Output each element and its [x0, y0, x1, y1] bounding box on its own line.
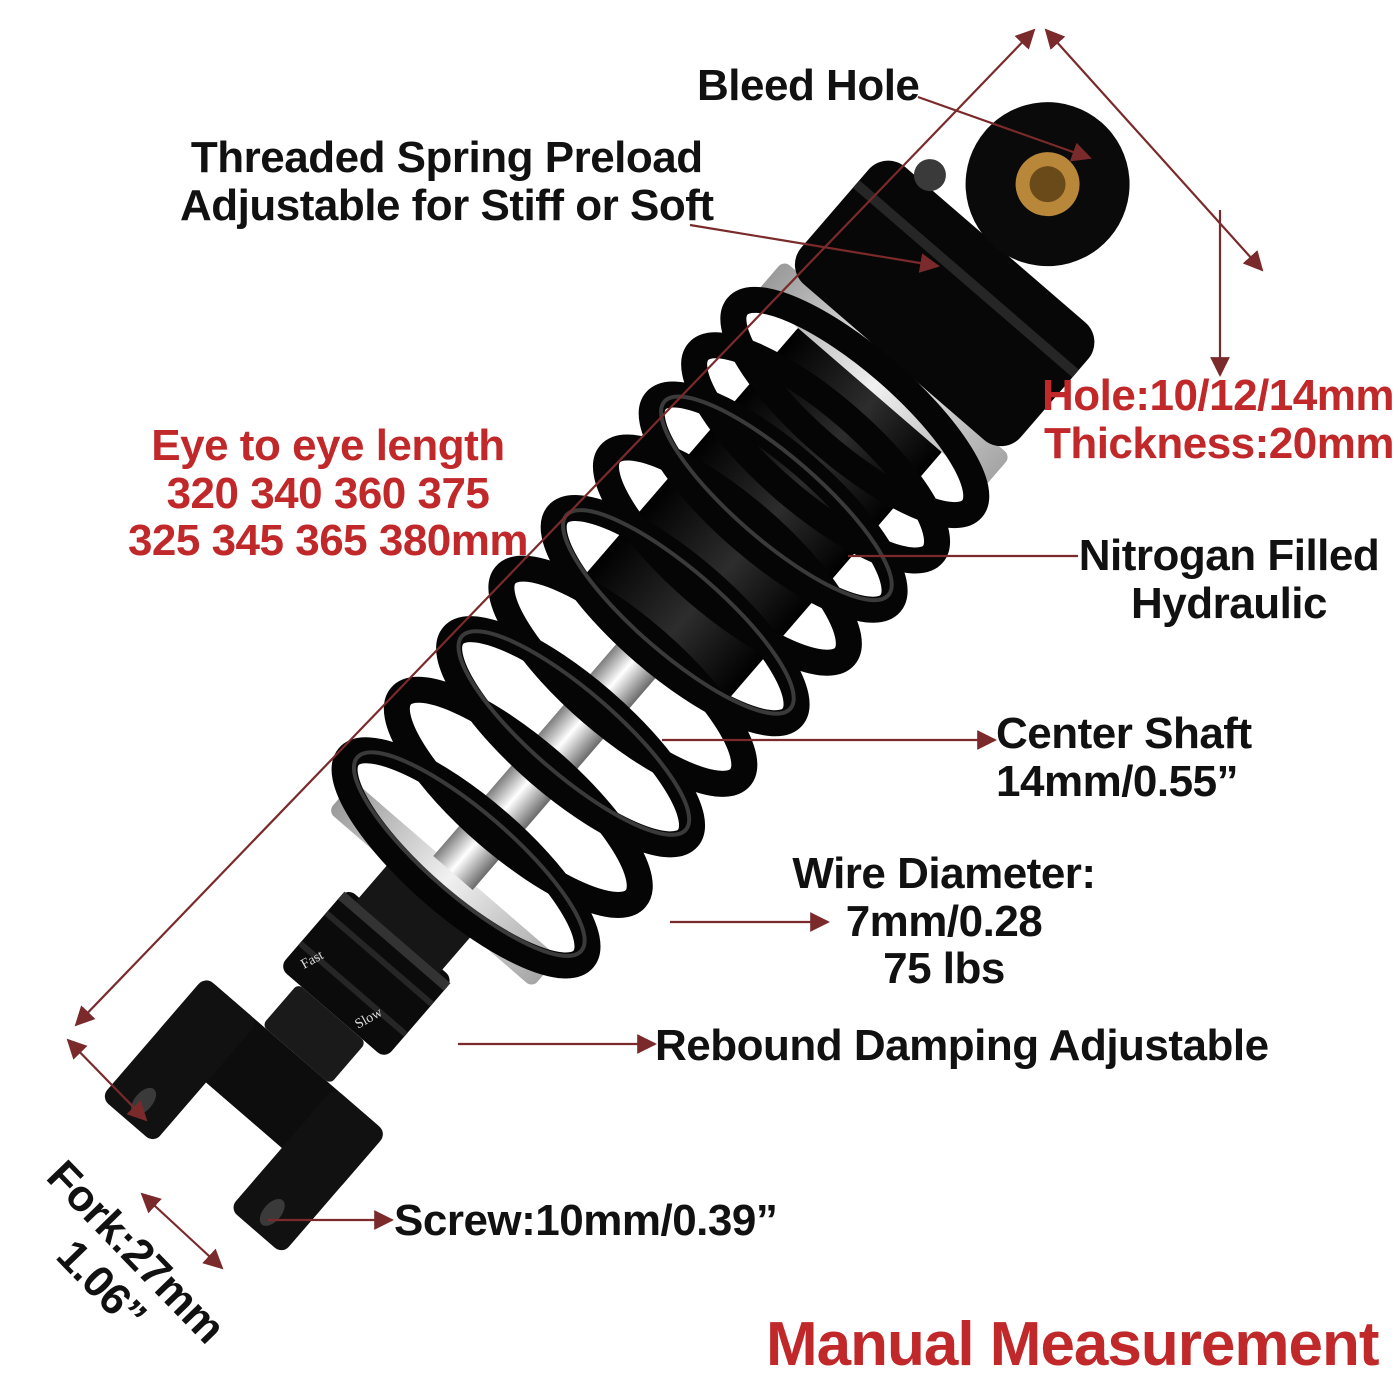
center-shaft-label: Center Shaft 14mm/0.55”: [996, 710, 1252, 805]
top-eye-dimension: [1044, 28, 1264, 272]
screw-label: Screw:10mm/0.39”: [394, 1196, 778, 1245]
leader-lines: [66, 28, 1264, 1270]
nitrogen-line-2: Hydraulic: [1130, 578, 1328, 628]
eye-length-dimension: [74, 28, 1036, 1027]
center-shaft-line-2: 14mm/0.55”: [996, 756, 1239, 806]
nitrogen-label: Nitrogan Filled Hydraulic: [1074, 532, 1384, 627]
eye-length-line-1: Eye to eye length: [151, 421, 505, 470]
preload-label: Threaded Spring Preload Adjustable for S…: [180, 134, 714, 229]
manual-measurement-title: Manual Measurement: [766, 1310, 1380, 1379]
hole-line-1: Hole:10/12/14mm: [1041, 371, 1395, 420]
nitrogen-line-1: Nitrogan Filled: [1078, 531, 1380, 580]
eye-length-label: Eye to eye length 320 340 360 375 325 34…: [118, 422, 538, 565]
preload-line-1: Threaded Spring Preload: [190, 133, 703, 182]
fork-gap-dimension: [140, 1192, 224, 1270]
wire-line-3: 75 lbs: [883, 944, 1005, 994]
bleed-hole-label: Bleed Hole: [697, 61, 920, 110]
eye-length-line-3: 325 345 365 380mm: [127, 516, 529, 566]
rebound-label: Rebound Damping Adjustable: [655, 1021, 1269, 1070]
eye-length-line-2: 320 340 360 375: [166, 468, 490, 518]
preload-line-2: Adjustable for Stiff or Soft: [180, 180, 714, 230]
preload-leader: [689, 223, 940, 273]
fork-width-dimension: [66, 1038, 148, 1122]
bleed-hole-leader: [917, 95, 1092, 162]
wire-line-1: Wire Diameter:: [792, 849, 1096, 898]
wire-diameter-label: Wire Diameter: 7mm/0.28 75 lbs: [784, 850, 1104, 993]
hole-line-2: Thickness:20mm: [1043, 418, 1395, 468]
wire-line-2: 7mm/0.28: [845, 896, 1043, 946]
center-shaft-line-1: Center Shaft: [996, 709, 1252, 758]
hole-label: Hole:10/12/14mm Thickness:20mm: [1000, 371, 1395, 468]
